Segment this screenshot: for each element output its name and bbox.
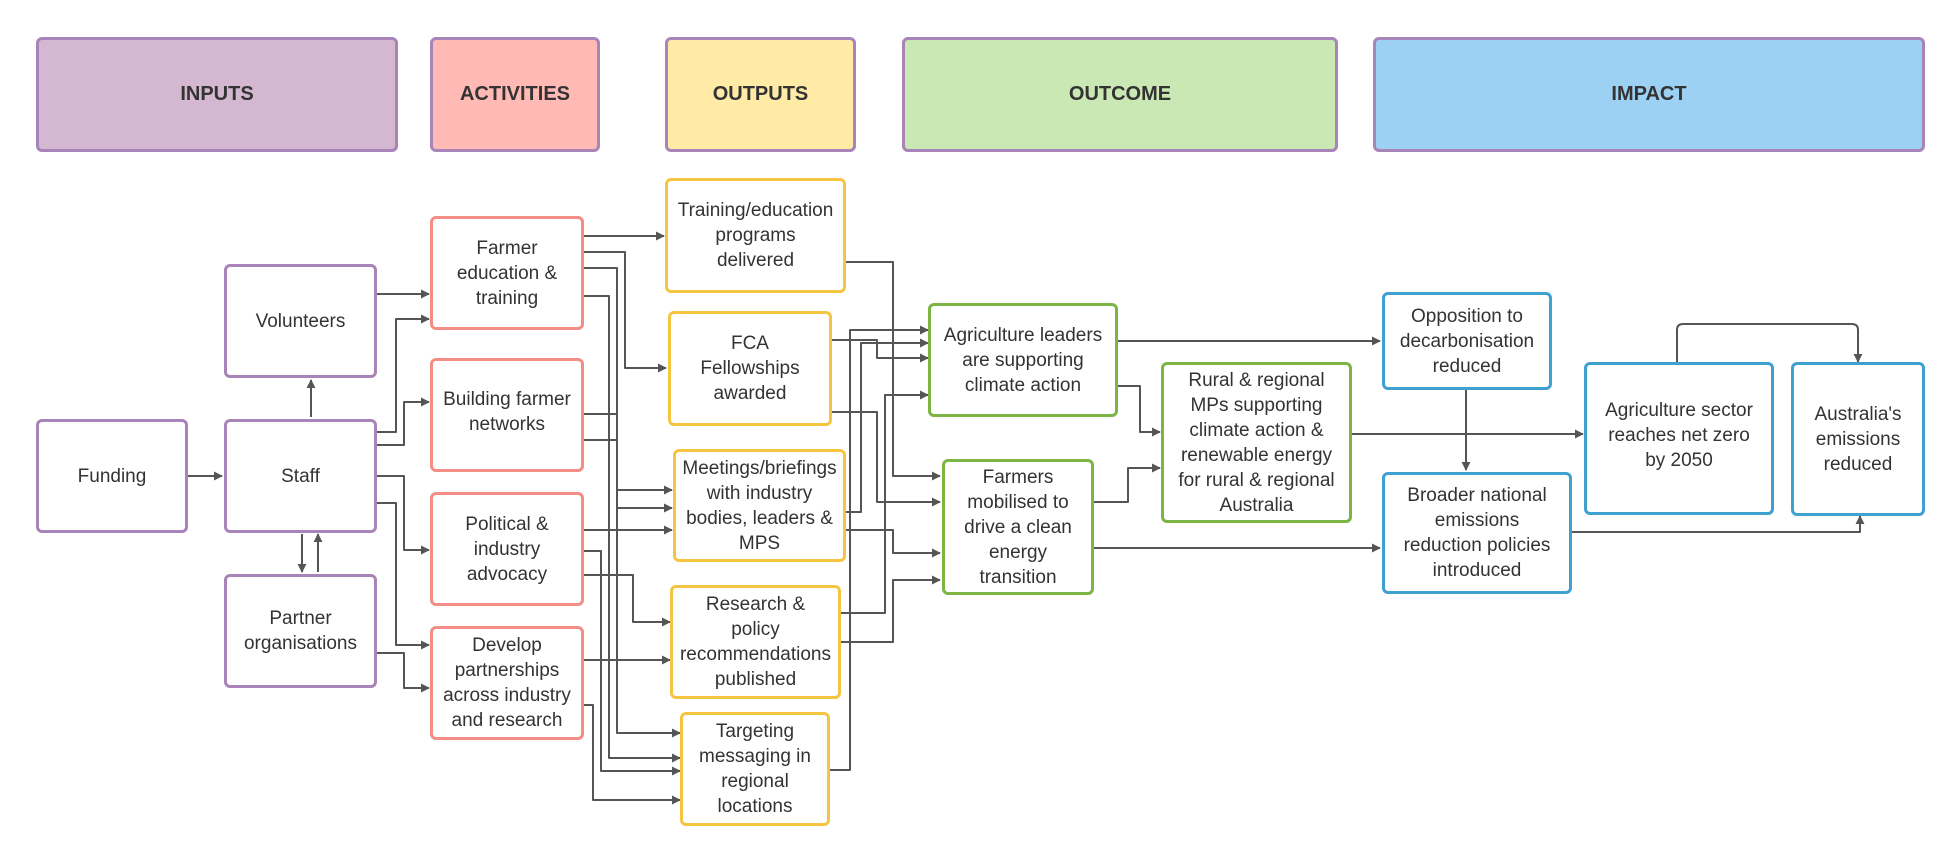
node-farmer-education-training: Farmer education & training <box>430 216 584 330</box>
connector-netzero-emissions <box>1676 323 1863 363</box>
header-inputs: INPUTS <box>36 37 398 152</box>
connector-policies-emissions <box>1572 515 1865 533</box>
connector-networks-messaging <box>584 439 681 738</box>
node-targeting-messaging: Targeting messaging in regional location… <box>680 712 830 826</box>
connector-staff-education <box>377 314 430 433</box>
connector-partnerships-messaging <box>584 704 681 805</box>
node-farmers-mobilised: Farmers mobilised to drive a clean energ… <box>942 459 1094 595</box>
connector-farmers-mps <box>1094 463 1161 503</box>
node-training-programs-delivered: Training/education programs delivered <box>665 178 846 293</box>
node-meetings-briefings: Meetings/briefings with industry bodies,… <box>673 449 846 562</box>
node-research-policy-recommendations: Research & policy recommendations publis… <box>670 585 841 699</box>
connector-education-messaging <box>584 295 681 763</box>
node-australias-emissions-reduced: Australia's emissions reduced <box>1791 362 1925 516</box>
connector-research-farmers <box>841 575 941 643</box>
node-develop-partnerships: Develop partnerships across industry and… <box>430 626 584 740</box>
connector-advocacy-research <box>584 574 671 627</box>
node-rural-regional-mps: Rural & regional MPs supporting climate … <box>1161 362 1352 523</box>
header-impact: IMPACT <box>1373 37 1925 152</box>
connector-leaders-mps <box>1118 385 1161 437</box>
node-building-farmer-networks: Building farmer networks <box>430 358 584 472</box>
connector-messaging-leaders <box>830 325 929 771</box>
node-net-zero-2050: Agriculture sector reaches net zero by 2… <box>1584 362 1774 515</box>
connector-meetings-farmers <box>846 529 941 558</box>
connector-training-farmers <box>846 261 941 481</box>
node-broader-national-policies: Broader national emissions reduction pol… <box>1382 472 1572 594</box>
node-funding: Funding <box>36 419 188 533</box>
header-outcome: OUTCOME <box>902 37 1338 152</box>
connector-research-leaders <box>841 390 929 614</box>
header-activities: ACTIVITIES <box>430 37 600 152</box>
connector-staff-partnerships <box>377 502 430 650</box>
connector-networks-meetings <box>584 413 673 495</box>
node-opposition-reduced: Opposition to decarbonisation reduced <box>1382 292 1552 390</box>
connector-staff-networks <box>377 397 430 446</box>
connector-education-fellowships <box>584 251 667 373</box>
connector-education-meetings <box>584 267 673 513</box>
connector-partners-partnerships <box>377 652 430 693</box>
connector-staff-advocacy <box>377 475 430 555</box>
node-partner-organisations: Partner organisations <box>224 574 377 688</box>
connector-meetings-leaders <box>846 338 929 513</box>
node-political-industry-advocacy: Political & industry advocacy <box>430 492 584 606</box>
node-agriculture-leaders: Agriculture leaders are supporting clima… <box>928 303 1118 417</box>
node-volunteers: Volunteers <box>224 264 377 378</box>
header-outputs: OUTPUTS <box>665 37 856 152</box>
connector-fellowships-leaders <box>832 339 929 363</box>
node-staff: Staff <box>224 419 377 533</box>
connector-fellowships-farmers <box>832 411 941 507</box>
node-fca-fellowships-awarded: FCA Fellowships awarded <box>668 311 832 426</box>
